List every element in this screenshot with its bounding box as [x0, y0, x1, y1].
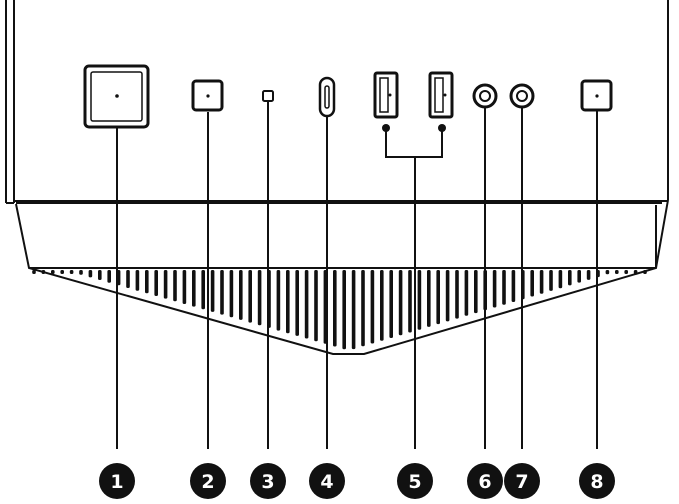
vent-fin — [201, 270, 205, 309]
vent-fin — [98, 270, 102, 280]
callout-badge-5: 5 — [397, 463, 433, 499]
callout-badge-1: 1 — [99, 463, 135, 499]
leader-lines — [117, 101, 597, 449]
vent-fins — [32, 270, 647, 349]
vent-fin — [70, 270, 74, 274]
vent-fin — [295, 270, 299, 336]
callout-badge-8: 8 — [579, 463, 615, 499]
usb-type-a-port-icon — [375, 73, 397, 132]
vent-fin — [258, 270, 262, 325]
callout-label: 4 — [320, 471, 333, 493]
vent-fin — [60, 270, 64, 274]
vent-fin — [42, 270, 46, 274]
callout-badge-4: 4 — [309, 463, 345, 499]
vent-fin — [192, 270, 196, 307]
vent-fin — [333, 270, 337, 347]
vent-fin — [427, 270, 431, 327]
vent-fin — [136, 270, 140, 291]
vent-fin — [615, 270, 619, 274]
callout-label: 5 — [408, 471, 421, 493]
callout-badge-2: 2 — [190, 463, 226, 499]
vent-fin — [577, 270, 581, 283]
vent-fin — [183, 270, 187, 304]
vent-fin — [352, 270, 356, 349]
vent-fin — [465, 270, 469, 316]
reset-button-icon — [193, 81, 222, 110]
vent-fin — [164, 270, 168, 299]
vent-fin — [314, 270, 318, 341]
vent-fin — [587, 270, 591, 280]
power-button-icon — [85, 66, 148, 127]
callout-label: 1 — [110, 471, 123, 493]
vent-fin — [89, 270, 93, 277]
vent-fin — [211, 270, 215, 312]
audio-jack-icon — [474, 85, 496, 107]
vent-fin — [408, 270, 412, 333]
callout-label: 7 — [515, 471, 528, 493]
vent-fin — [512, 270, 516, 302]
callout-badges: 1 2 3 4 5 6 7 — [99, 463, 615, 499]
vent-fin — [568, 270, 572, 285]
vent-fin — [371, 270, 375, 344]
vent-fin — [606, 270, 610, 274]
vent-fin — [446, 270, 450, 321]
vent-fin — [342, 270, 346, 349]
usb-type-c-port-icon — [320, 78, 334, 116]
vent-fin — [286, 270, 290, 333]
vent-fin — [549, 270, 553, 291]
vent-fin — [32, 270, 36, 274]
vent-fin — [389, 270, 393, 338]
callout-badge-6: 6 — [467, 463, 503, 499]
usb-type-a-port-icon — [430, 73, 452, 132]
vent-fin — [643, 270, 647, 274]
callout-label: 8 — [590, 471, 603, 493]
vent-fin — [380, 270, 384, 341]
vent-fin — [126, 270, 130, 288]
vent-fin — [436, 270, 440, 324]
callout-label: 6 — [478, 471, 491, 493]
vent-fin — [493, 270, 497, 308]
vent-fin — [305, 270, 309, 339]
callout-badge-7: 7 — [504, 463, 540, 499]
vent-fin — [624, 270, 628, 274]
vent-fin — [540, 270, 544, 294]
vent-fin — [277, 270, 281, 331]
vent-fin — [173, 270, 177, 301]
vent-fin — [399, 270, 403, 335]
vent-fin — [530, 270, 534, 297]
vent-fin — [248, 270, 252, 323]
vent-fin — [559, 270, 563, 288]
status-led-icon — [263, 91, 273, 101]
vent-fin — [230, 270, 234, 317]
vent-fin — [79, 270, 83, 275]
vent-fin — [502, 270, 506, 305]
case-outline — [6, 0, 668, 354]
led-control-button-icon — [582, 81, 611, 110]
vent-fin — [107, 270, 111, 283]
callout-label: 3 — [261, 471, 274, 493]
vent-fin — [154, 270, 158, 296]
callout-label: 2 — [201, 471, 214, 493]
vent-fin — [474, 270, 478, 313]
vent-fin — [145, 270, 149, 293]
vent-fin — [220, 270, 224, 315]
callout-badge-3: 3 — [250, 463, 286, 499]
vent-fin — [51, 270, 55, 274]
vent-fin — [361, 270, 365, 346]
vent-fin — [455, 270, 459, 319]
audio-jack-icon — [511, 85, 533, 107]
vent-fin — [634, 270, 638, 274]
vent-fin — [418, 270, 422, 330]
vent-fin — [239, 270, 243, 320]
